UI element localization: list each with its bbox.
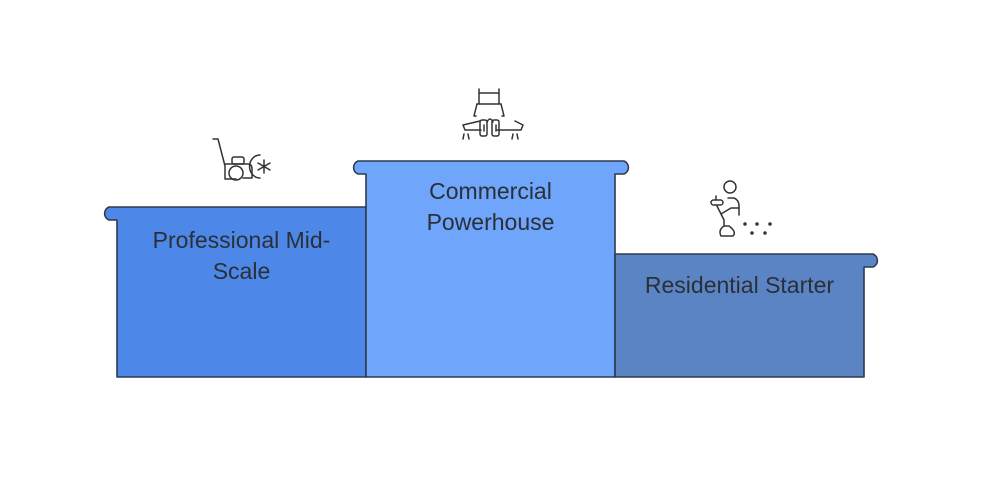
step-label-residential-line-1: Residential Starter: [644, 272, 835, 298]
step-label-commercial-line-2: Powerhouse: [426, 209, 555, 235]
step-label-commercial-line-1: Commercial: [429, 178, 552, 204]
commercial-tractor-icon: [462, 88, 524, 140]
podium-step-residential: [614, 253, 879, 378]
step-label-commercial: Commercial Powerhouse: [366, 176, 615, 238]
step-label-professional: Professional Mid- Scale: [117, 225, 366, 287]
podium-step-professional: [103, 206, 367, 378]
step-label-residential: Residential Starter: [615, 270, 864, 301]
snow-blower-icon: [212, 138, 271, 181]
podium-step-commercial: [352, 160, 630, 378]
step-label-professional-line-1: Professional Mid-: [152, 227, 331, 253]
step-label-professional-line-2: Scale: [212, 258, 271, 284]
person-sweeping-icon: [710, 180, 772, 237]
